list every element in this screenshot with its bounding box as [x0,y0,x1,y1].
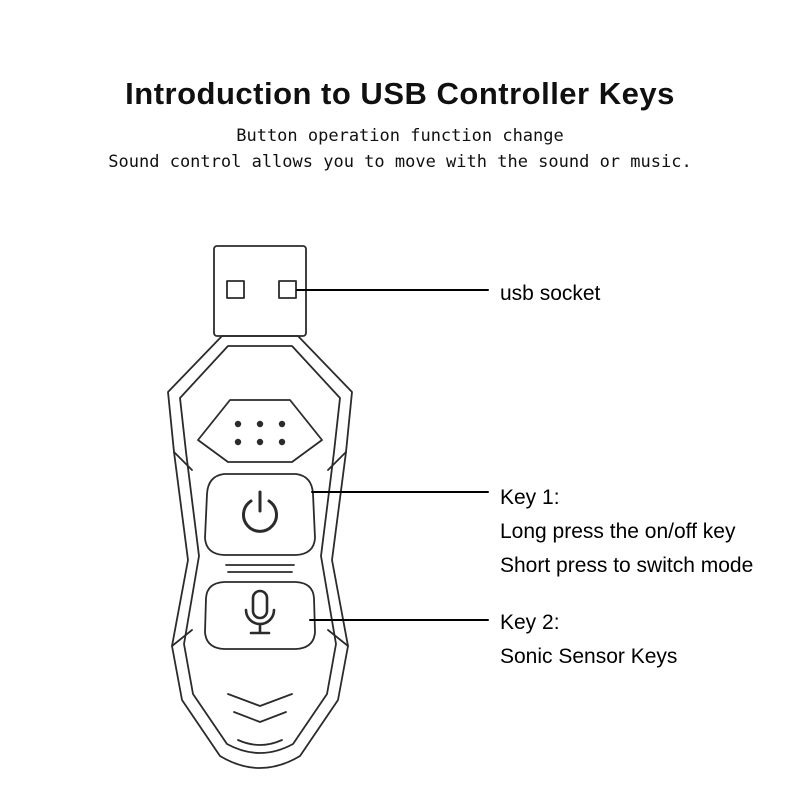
key1-label: Key 1: Long press the on/off key Short p… [500,481,753,583]
usb-contact-right [278,280,297,299]
subtitle-line-1: Button operation function change [236,126,564,146]
led-dots [234,420,286,446]
power-icon [242,490,278,533]
device-body [167,335,353,769]
power-button [204,473,316,556]
key2-description-line1: Sonic Sensor Keys [500,645,678,668]
usb-contact-left [226,280,245,299]
fin-accent-bottom-right [327,629,349,647]
sonic-sensor-button [204,581,316,650]
led-indicator-panel [197,399,323,463]
leader-lines [296,289,489,621]
usb-connector [213,245,307,337]
key1-title: Key 1: [500,486,560,509]
key1-description-line1: Long press the on/off key [500,520,736,543]
usb-socket-text: usb socket [500,282,601,305]
key1-description-line2: Short press to switch mode [500,554,754,577]
fin-accent-bottom-left [171,629,193,647]
fin-accent-top-left [173,451,193,471]
key2-label: Key 2: Sonic Sensor Keys [500,606,677,674]
subtitle-line-2: Sound control allows you to move with th… [108,152,692,172]
key2-title: Key 2: [500,611,560,634]
microphone-icon [244,589,276,635]
fin-accent-top-right [327,451,347,471]
usb-socket-label: usb socket [500,277,600,311]
bottom-facets [227,693,293,746]
page-title: Introduction to USB Controller Keys [125,76,675,111]
divider-band [225,564,295,573]
